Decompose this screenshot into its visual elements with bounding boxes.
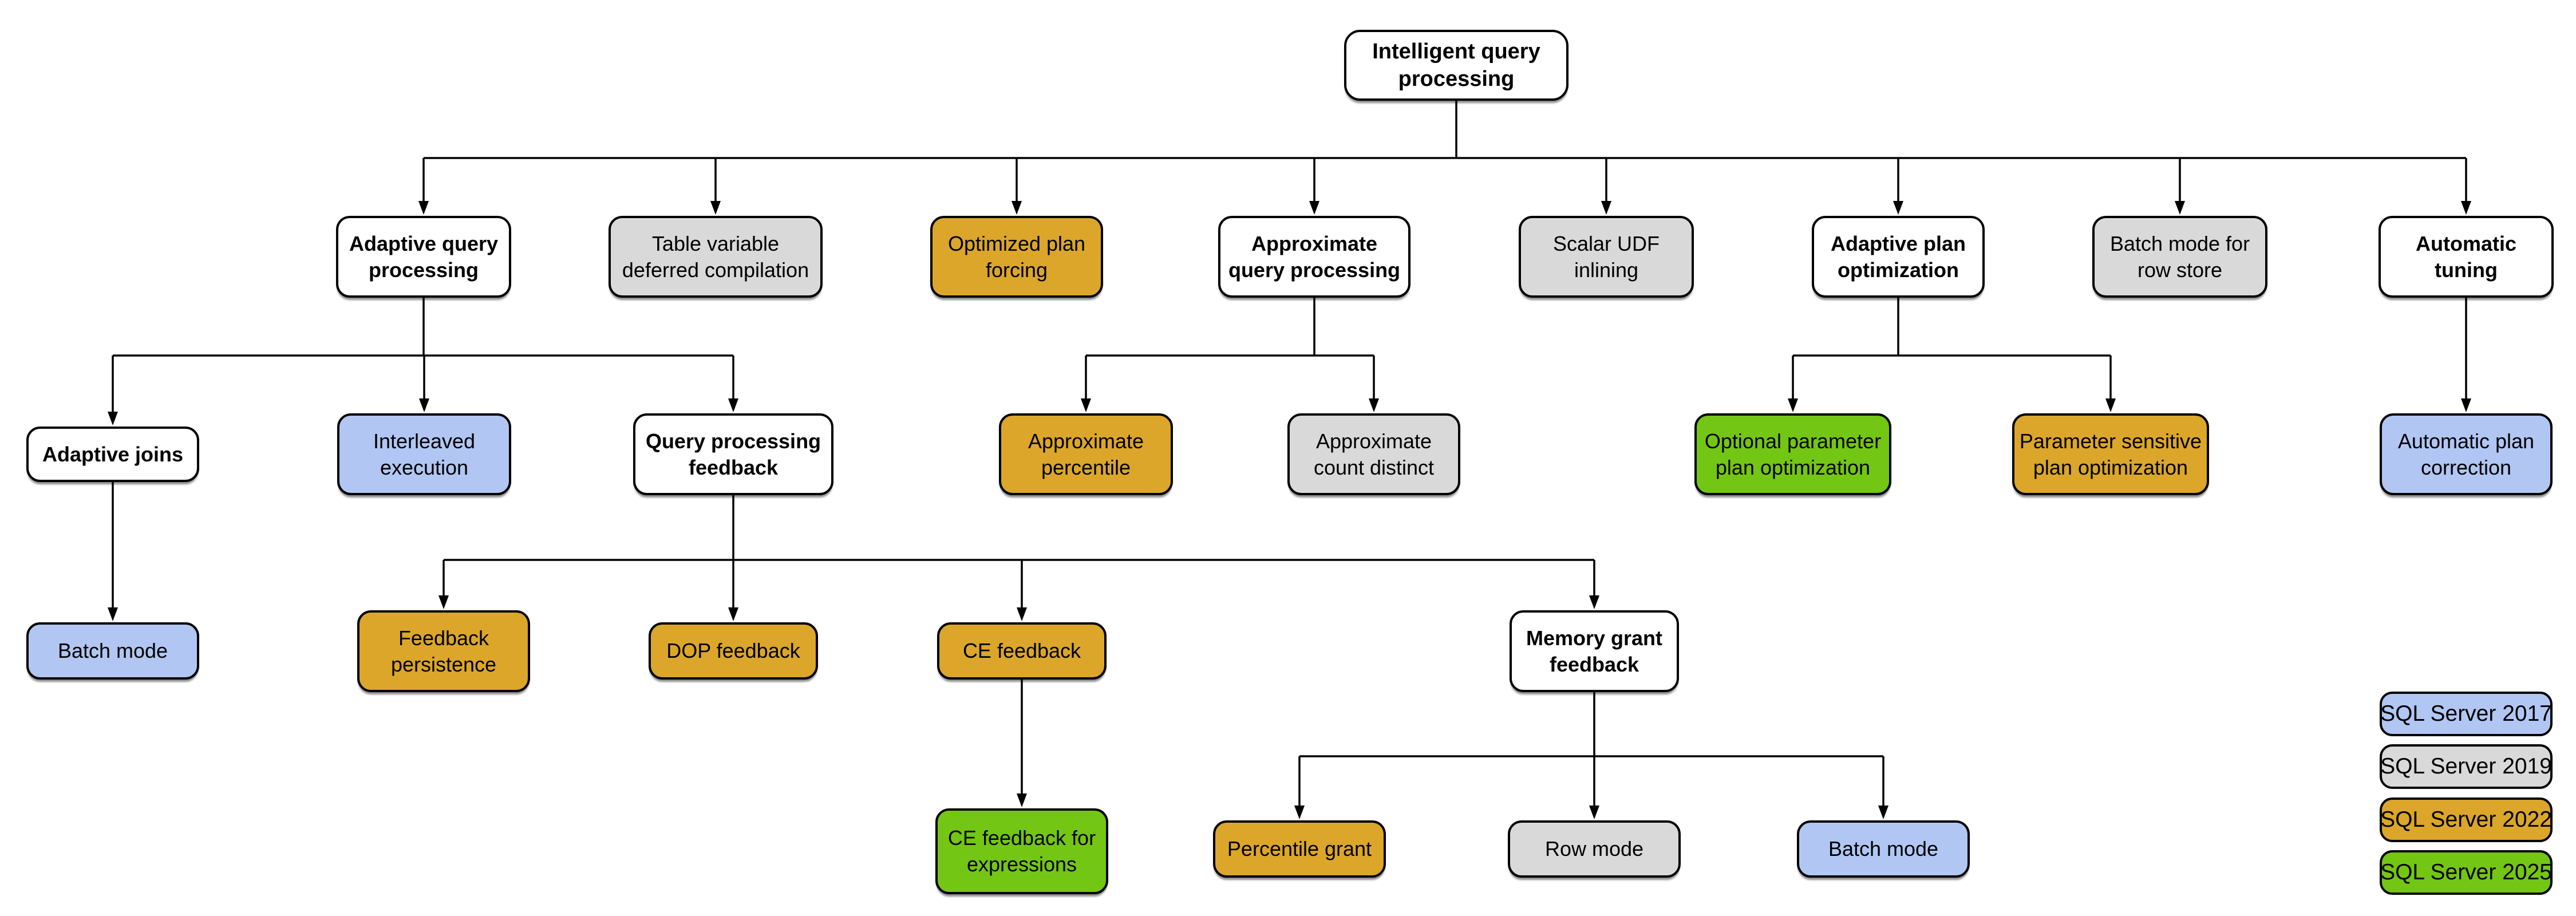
- node-scalar-udf-inlining: Scalar UDF inlining: [1519, 216, 1694, 298]
- arrowhead-icon: [1893, 201, 1903, 215]
- arrowhead-icon: [108, 607, 118, 621]
- node-approximate-count-distinct: Approximate count distinct: [1287, 413, 1460, 495]
- node-parameter-sensitive-plan-optimization: Parameter sensitive plan optimization: [2012, 413, 2209, 495]
- node-percentile-grant: Percentile grant: [1213, 820, 1386, 878]
- node-ce-feedback-for-expressions: CE feedback for expressions: [935, 808, 1108, 894]
- node-approximate-percentile: Approximate percentile: [999, 413, 1173, 495]
- arrowhead-icon: [2105, 398, 2116, 412]
- arrowhead-icon: [1369, 398, 1379, 412]
- node-optional-parameter-plan-optimization: Optional parameter plan optimization: [1694, 413, 1891, 495]
- arrowhead-icon: [728, 607, 738, 621]
- arrowhead-icon: [1309, 201, 1319, 215]
- node-interleaved-execution: Interleaved execution: [337, 413, 511, 495]
- node-adaptive-query-processing: Adaptive query processing: [336, 216, 511, 298]
- node-memory-grant-feedback: Memory grant feedback: [1510, 610, 1679, 692]
- node-batch-mode-under-memory-grant: Batch mode: [1797, 820, 1970, 878]
- node-automatic-plan-correction: Automatic plan correction: [2380, 413, 2553, 495]
- node-optimized-plan-forcing: Optimized plan forcing: [930, 216, 1103, 298]
- arrowhead-icon: [1589, 806, 1599, 819]
- arrowhead-icon: [438, 595, 449, 609]
- arrowhead-icon: [108, 412, 118, 425]
- arrowhead-icon: [728, 398, 738, 412]
- arrowhead-icon: [1294, 806, 1305, 819]
- node-dop-feedback: DOP feedback: [649, 622, 818, 680]
- arrowhead-icon: [2461, 201, 2471, 215]
- node-intelligent-query-processing: Intelligent query processing: [1344, 30, 1568, 101]
- node-batch-mode-for-row-store: Batch mode for row store: [2092, 216, 2267, 298]
- arrowhead-icon: [1601, 201, 1611, 215]
- arrowhead-icon: [1589, 595, 1599, 609]
- arrowhead-icon: [1017, 607, 1027, 621]
- node-automatic-tuning: Automatic tuning: [2379, 216, 2554, 298]
- legend-item-sql-server-2019: SQL Server 2019: [2380, 744, 2553, 789]
- legend-item-sql-server-2025: SQL Server 2025: [2380, 850, 2553, 895]
- arrowhead-icon: [418, 201, 429, 215]
- node-approximate-query-processing: Approximate query processing: [1218, 216, 1411, 298]
- arrowhead-icon: [1017, 793, 1027, 807]
- node-adaptive-joins: Adaptive joins: [26, 427, 199, 482]
- arrowhead-icon: [2461, 398, 2471, 412]
- node-query-processing-feedback: Query processing feedback: [633, 413, 833, 495]
- node-row-mode: Row mode: [1508, 820, 1681, 878]
- arrowhead-icon: [1012, 201, 1022, 215]
- node-ce-feedback: CE feedback: [937, 622, 1107, 680]
- arrowhead-icon: [1878, 806, 1888, 819]
- node-batch-mode-under-adaptive-joins: Batch mode: [26, 622, 199, 680]
- legend-item-sql-server-2022: SQL Server 2022: [2380, 797, 2553, 842]
- arrowhead-icon: [1788, 398, 1798, 412]
- node-feedback-persistence: Feedback persistence: [357, 610, 530, 692]
- arrowhead-icon: [2175, 201, 2185, 215]
- arrowhead-icon: [710, 201, 721, 215]
- node-table-variable-deferred-compilation: Table variable deferred compilation: [609, 216, 823, 298]
- arrowhead-icon: [419, 398, 429, 412]
- arrowhead-icon: [1081, 398, 1091, 412]
- legend-item-sql-server-2017: SQL Server 2017: [2380, 692, 2553, 736]
- node-adaptive-plan-optimization: Adaptive plan optimization: [1812, 216, 1985, 298]
